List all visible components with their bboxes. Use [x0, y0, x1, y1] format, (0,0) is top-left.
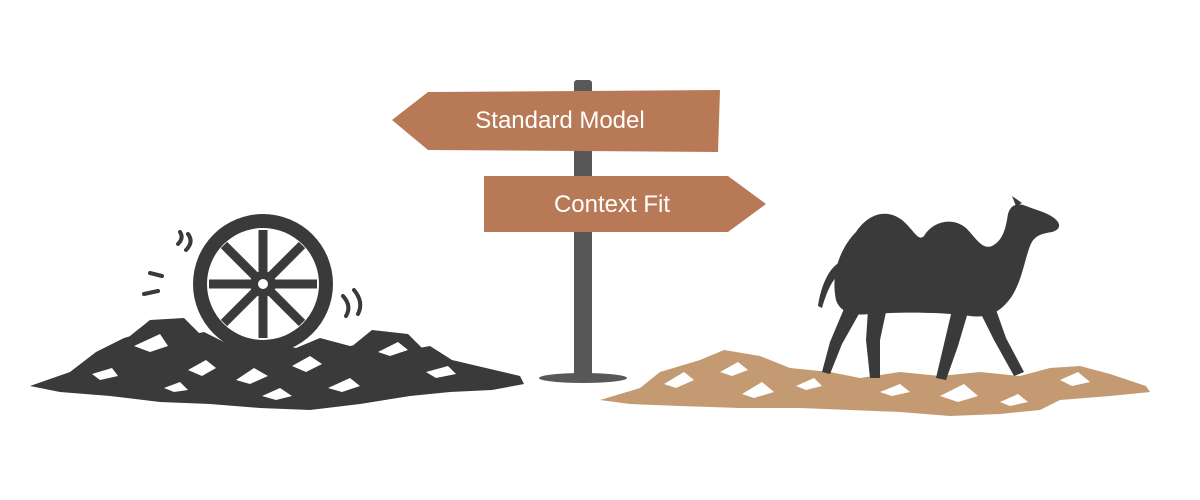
camel-on-sand-icon	[600, 196, 1150, 416]
sign-context-fit: Context Fit	[484, 176, 766, 232]
sand-mound-icon	[600, 350, 1150, 416]
camel-silhouette	[818, 196, 1060, 380]
broken-wheel-on-rocks-icon	[30, 214, 524, 410]
wagon-wheel-icon	[193, 214, 333, 354]
sign-standard-model-label: Standard Model	[475, 107, 644, 134]
sign-context-fit-label: Context Fit	[554, 191, 670, 218]
rock-pile-icon	[30, 318, 524, 410]
sign-standard-model: Standard Model	[392, 90, 720, 152]
signpost: Standard Model Context Fit	[392, 80, 766, 383]
motion-lines-icon	[142, 230, 363, 318]
